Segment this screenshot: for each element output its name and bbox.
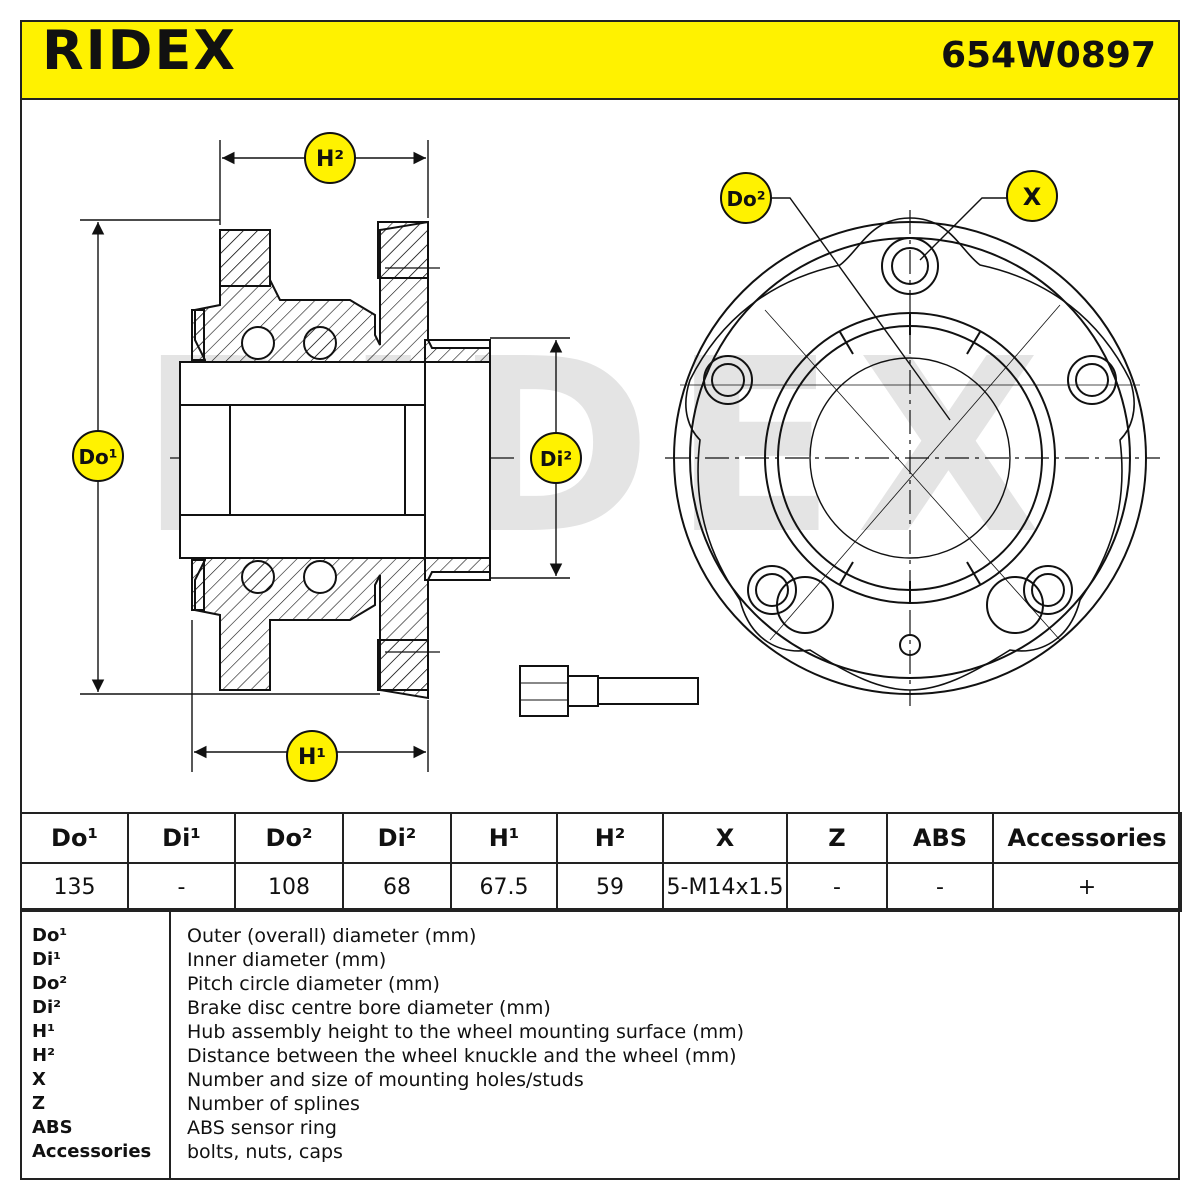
legend-row: Di¹ Inner diameter (mm) bbox=[22, 948, 1178, 972]
badge-x-label: X bbox=[1023, 183, 1042, 211]
value-h1: 67.5 bbox=[450, 862, 558, 912]
legend-row: X Number and size of mounting holes/stud… bbox=[22, 1068, 1178, 1092]
value-di2: 68 bbox=[342, 862, 452, 912]
value-di1: - bbox=[127, 862, 236, 912]
value-x: 5-M14x1.5 bbox=[662, 862, 788, 912]
legend-desc: Pitch circle diameter (mm) bbox=[187, 973, 440, 995]
specs-table: Do¹ Di¹ Do² Di² H¹ H² X Z ABS Accessorie… bbox=[20, 812, 1182, 912]
legend-row: Do² Pitch circle diameter (mm) bbox=[22, 972, 1178, 996]
value-z: - bbox=[786, 862, 888, 912]
specs-header-row: Do¹ Di¹ Do² Di² H¹ H² X Z ABS Accessorie… bbox=[20, 812, 1182, 864]
badge-x: X bbox=[1006, 170, 1058, 222]
legend-row: Di² Brake disc centre bore diameter (mm) bbox=[22, 996, 1178, 1020]
legend-divider bbox=[169, 910, 171, 1178]
legend-key: Do² bbox=[32, 973, 68, 994]
legend-key: X bbox=[32, 1069, 46, 1090]
legend-row: H¹ Hub assembly height to the wheel moun… bbox=[22, 1020, 1178, 1044]
part-number: 654W0897 bbox=[940, 35, 1156, 76]
hub-front-view bbox=[665, 210, 1160, 706]
header-z: Z bbox=[786, 812, 888, 864]
legend-key: Z bbox=[32, 1093, 46, 1114]
badge-do1: Do¹ bbox=[72, 430, 124, 482]
badge-do2: Do² bbox=[720, 172, 772, 224]
badge-do1-label: Do¹ bbox=[78, 445, 117, 469]
legend-row: Z Number of splines bbox=[22, 1092, 1178, 1116]
legend-desc: Distance between the wheel knuckle and t… bbox=[187, 1045, 737, 1067]
legend-box: Do¹ Outer (overall) diameter (mm) Di¹ In… bbox=[20, 908, 1180, 1180]
legend-key: H² bbox=[32, 1045, 55, 1066]
header-di1: Di¹ bbox=[127, 812, 236, 864]
header-h2: H² bbox=[556, 812, 664, 864]
header-bar bbox=[20, 20, 1180, 100]
header-di2: Di² bbox=[342, 812, 452, 864]
legend-desc: Outer (overall) diameter (mm) bbox=[187, 925, 477, 947]
badge-do2-label: Do² bbox=[726, 187, 765, 211]
technical-drawing: RIDEX bbox=[72, 132, 1160, 782]
legend-key: Do¹ bbox=[32, 925, 68, 946]
legend-key: H¹ bbox=[32, 1021, 55, 1042]
value-abs: - bbox=[886, 862, 994, 912]
legend-key: ABS bbox=[32, 1117, 73, 1138]
legend-desc: Inner diameter (mm) bbox=[187, 949, 387, 971]
header-abs: ABS bbox=[886, 812, 994, 864]
legend-desc: Number and size of mounting holes/studs bbox=[187, 1069, 584, 1091]
header-x: X bbox=[662, 812, 788, 864]
badge-di2-label: Di² bbox=[540, 447, 572, 471]
legend-row: Do¹ Outer (overall) diameter (mm) bbox=[22, 924, 1178, 948]
legend-key: Di¹ bbox=[32, 949, 61, 970]
value-do2: 108 bbox=[234, 862, 344, 912]
header-accessories: Accessories bbox=[992, 812, 1182, 864]
legend-desc: Number of splines bbox=[187, 1093, 360, 1115]
legend-desc: Hub assembly height to the wheel mountin… bbox=[187, 1021, 745, 1043]
value-accessories: + bbox=[992, 862, 1182, 912]
legend-key: Accessories bbox=[32, 1141, 152, 1162]
wheel-bolt bbox=[519, 665, 699, 717]
legend-row: Accessories bolts, nuts, caps bbox=[22, 1140, 1178, 1164]
header-do1: Do¹ bbox=[20, 812, 129, 864]
badge-h2-label: H² bbox=[316, 147, 344, 172]
header-h1: H¹ bbox=[450, 812, 558, 864]
brand-logo: RIDEX bbox=[42, 19, 238, 82]
badge-h1-label: H¹ bbox=[298, 745, 326, 770]
specs-value-row: 135 - 108 68 67.5 59 5-M14x1.5 - - + bbox=[20, 862, 1182, 912]
legend-desc: bolts, nuts, caps bbox=[187, 1141, 343, 1163]
legend-row: ABS ABS sensor ring bbox=[22, 1116, 1178, 1140]
legend-row: H² Distance between the wheel knuckle an… bbox=[22, 1044, 1178, 1068]
header-do2: Do² bbox=[234, 812, 344, 864]
value-do1: 135 bbox=[20, 862, 129, 912]
value-h2: 59 bbox=[556, 862, 664, 912]
legend-desc: Brake disc centre bore diameter (mm) bbox=[187, 997, 551, 1019]
legend-key: Di² bbox=[32, 997, 61, 1018]
legend-desc: ABS sensor ring bbox=[187, 1117, 337, 1139]
badge-h1: H¹ bbox=[286, 730, 338, 782]
badge-h2: H² bbox=[304, 132, 356, 184]
badge-di2: Di² bbox=[530, 432, 582, 484]
hub-section-view bbox=[170, 220, 520, 700]
